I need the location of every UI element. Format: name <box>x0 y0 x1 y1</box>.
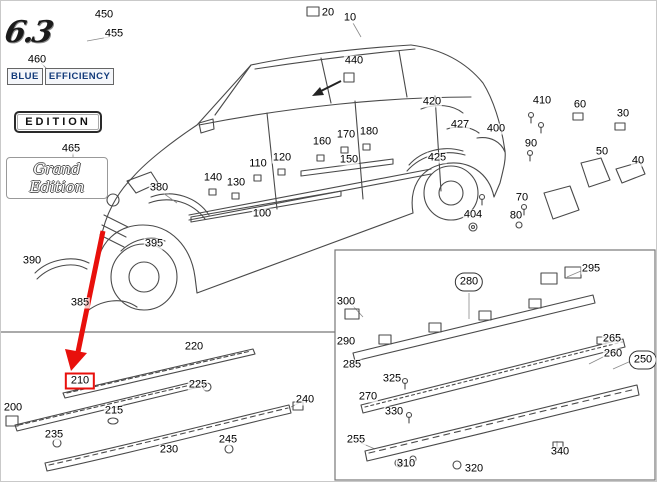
right-panel-border <box>334 249 656 481</box>
leader-lines <box>40 22 632 450</box>
part-label-325: 325 <box>381 372 403 385</box>
part-label-340: 340 <box>549 445 571 458</box>
amg-63-emblem: 6.3 <box>1 15 55 50</box>
part-label-255: 255 <box>345 433 367 446</box>
screw-icons <box>401 111 545 424</box>
part-label-160: 160 <box>311 135 333 148</box>
part-label-410: 410 <box>531 94 553 107</box>
part-label-150: 150 <box>338 153 360 166</box>
part-label-20: 20 <box>320 6 336 19</box>
part-label-70: 70 <box>514 191 530 204</box>
part-label-90: 90 <box>523 137 539 150</box>
part-label-465: 465 <box>60 142 82 155</box>
part-label-250: 250 <box>628 350 656 370</box>
part-label-320: 320 <box>463 462 485 475</box>
trim-strip-parts <box>5 348 304 472</box>
part-label-30: 30 <box>615 107 631 120</box>
part-label-450: 450 <box>93 8 115 21</box>
part-label-50: 50 <box>594 145 610 158</box>
part-label-385: 385 <box>69 296 91 309</box>
part-label-225: 225 <box>187 378 209 391</box>
part-label-220: 220 <box>183 340 205 353</box>
part-label-460: 460 <box>26 53 48 66</box>
part-label-285: 285 <box>341 358 363 371</box>
part-label-40: 40 <box>630 154 646 167</box>
part-label-395: 395 <box>143 237 165 250</box>
vehicle-outline <box>96 44 506 311</box>
part-label-290: 290 <box>335 335 357 348</box>
blue-efficiency-badge: BLUE EFFICIENCY <box>7 68 115 85</box>
part-label-280: 280 <box>454 272 484 292</box>
part-label-130: 130 <box>225 176 247 189</box>
edition-badge: EDITION <box>14 111 102 133</box>
part-label-425: 425 <box>426 151 448 164</box>
part-label-235: 235 <box>43 428 65 441</box>
part-label-455: 455 <box>103 27 125 40</box>
part-label-400: 400 <box>485 122 507 135</box>
part-label-230: 230 <box>158 443 180 456</box>
red-arrow <box>65 230 106 371</box>
efficiency-badge-text: EFFICIENCY <box>44 68 115 85</box>
part-label-100: 100 <box>251 207 273 220</box>
part-label-427: 427 <box>449 118 471 131</box>
part-label-215: 215 <box>103 404 125 417</box>
part-label-440: 440 <box>343 54 365 67</box>
part-label-330: 330 <box>383 405 405 418</box>
part-label-240: 240 <box>294 393 316 406</box>
part-label-60: 60 <box>572 98 588 111</box>
grand-edition-badge: Grand Edition <box>6 157 108 199</box>
part-label-390: 390 <box>21 254 43 267</box>
part-label-300: 300 <box>335 295 357 308</box>
part-label-10: 10 <box>342 11 358 24</box>
pillar-arrow-icon <box>312 80 342 96</box>
part-label-170: 170 <box>335 128 357 141</box>
part-label-210: 210 <box>64 372 96 390</box>
part-label-295: 295 <box>580 262 602 275</box>
blue-badge-text: BLUE <box>7 68 43 85</box>
running-board-assembly <box>344 266 640 470</box>
part-label-265: 265 <box>601 332 623 345</box>
part-label-404: 404 <box>462 208 484 221</box>
part-label-380: 380 <box>148 181 170 194</box>
part-label-140: 140 <box>202 171 224 184</box>
part-label-200: 200 <box>2 401 24 414</box>
fastener-parts <box>401 111 646 424</box>
part-label-270: 270 <box>357 390 379 403</box>
part-label-420: 420 <box>421 95 443 108</box>
part-label-180: 180 <box>358 125 380 138</box>
part-label-260: 260 <box>602 347 624 360</box>
part-label-80: 80 <box>508 209 524 222</box>
part-label-110: 110 <box>248 157 268 170</box>
part-label-245: 245 <box>217 433 239 446</box>
molding-parts <box>190 6 394 223</box>
part-label-120: 120 <box>271 151 293 164</box>
part-label-310: 310 <box>395 457 417 470</box>
